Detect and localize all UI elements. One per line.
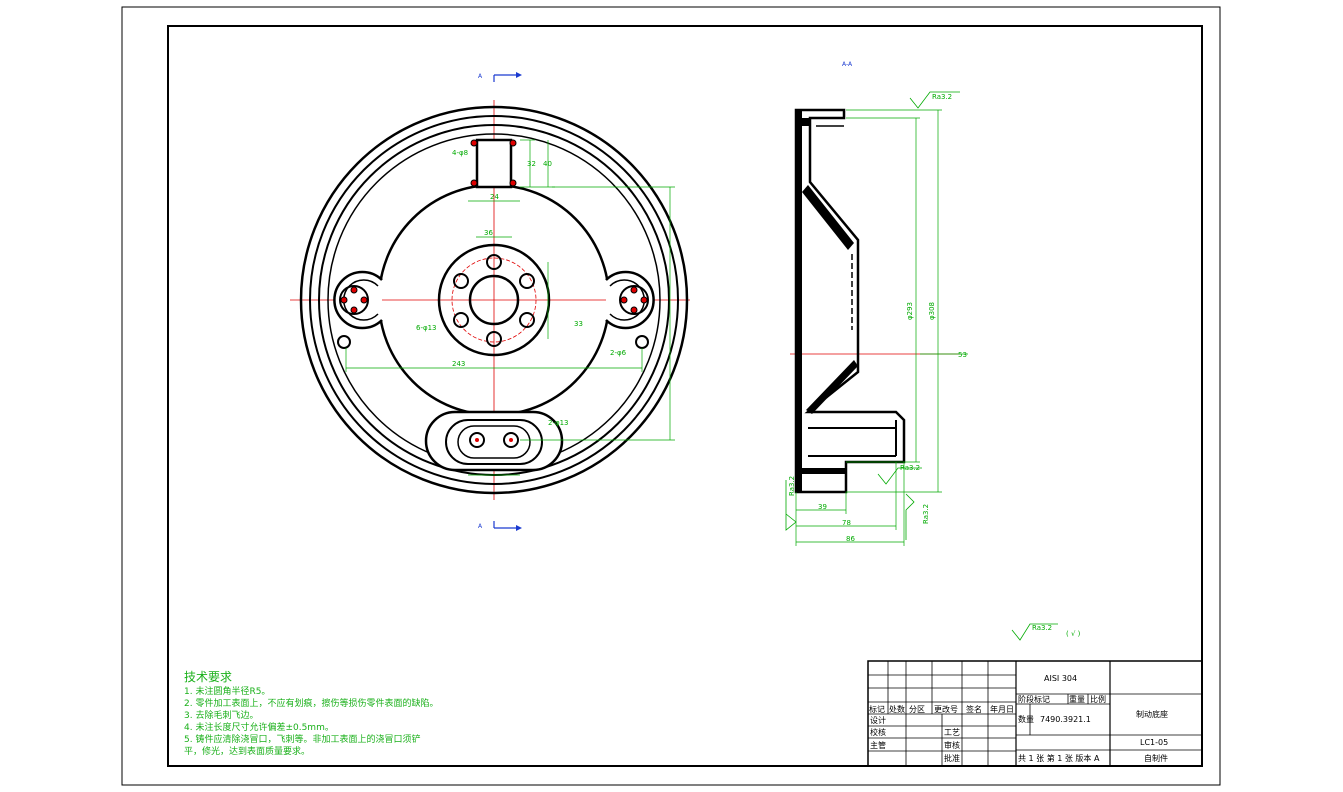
general-roughness: Ra3.2 ( √ ) <box>1011 623 1081 641</box>
drawing-number: LC1-05 <box>1140 738 1168 747</box>
roughness-symbol-mid <box>877 467 922 485</box>
svg-text:Ra3.2: Ra3.2 <box>788 476 796 496</box>
svg-text:标记: 标记 <box>869 704 885 714</box>
svg-text:Ra3.2: Ra3.2 <box>900 464 920 472</box>
svg-text:审核: 审核 <box>944 740 960 750</box>
tech-requirements: 技术要求 1. 未注圆角半径R5。 2. 零件加工表面上，不应有划痕，擦伤等损伤… <box>184 670 438 757</box>
svg-text:设计: 设计 <box>870 715 886 725</box>
dim-2-holes-13: 2-φ13 <box>548 419 569 427</box>
sheet-info: 共 1 张 第 1 张 版本 A <box>1018 753 1100 763</box>
section-view-label: A-A <box>842 61 853 68</box>
svg-text:分区: 分区 <box>909 705 925 714</box>
dim-6-holes: 6-φ13 <box>416 324 437 332</box>
svg-text:4. 未注长度尺寸允许偏差±0.5mm。: 4. 未注长度尺寸允许偏差±0.5mm。 <box>184 721 334 733</box>
inner-frame <box>167 25 1203 767</box>
svg-text:比例: 比例 <box>1090 694 1106 704</box>
outer-border <box>121 6 1221 786</box>
svg-text:Ra3.2: Ra3.2 <box>932 93 952 101</box>
bolt-holes <box>453 254 535 347</box>
svg-text:校核: 校核 <box>870 727 886 737</box>
dim-top-holes: 4-φ8 <box>452 149 468 157</box>
svg-text:阶段标记: 阶段标记 <box>1018 694 1050 704</box>
part-name: 制动底座 <box>1136 709 1168 719</box>
svg-text:签名: 签名 <box>966 704 982 714</box>
svg-text:3. 去除毛刺飞边。: 3. 去除毛刺飞边。 <box>184 709 258 721</box>
svg-text:重量: 重量 <box>1069 694 1085 704</box>
svg-text:数量: 数量 <box>1018 714 1034 724</box>
roughness-symbol-right <box>905 493 915 540</box>
roughness-symbol-top <box>909 91 960 109</box>
svg-text:Ra3.2: Ra3.2 <box>922 504 930 524</box>
svg-text:更改号: 更改号 <box>934 704 958 714</box>
svg-text:A: A <box>478 73 483 80</box>
dim-24: 24 <box>490 193 499 201</box>
dim-53: 53 <box>958 351 967 359</box>
dim-40: 40 <box>543 160 552 168</box>
svg-text:平，修光，达到表面质量要求。: 平，修光，达到表面质量要求。 <box>184 745 310 757</box>
section-marker-top: A <box>478 72 522 82</box>
material: AISI 304 <box>1044 674 1077 683</box>
title-block-text: AISI 304 标记 处数 分区 更改号 签名 年月日 设计 校核 主管 工艺… <box>869 674 1168 763</box>
svg-text:主管: 主管 <box>870 740 886 750</box>
dim-33: 33 <box>574 320 583 328</box>
svg-text:工艺: 工艺 <box>944 728 960 737</box>
dim-36: 36 <box>484 229 493 237</box>
tech-title: 技术要求 <box>184 670 232 684</box>
svg-text:1. 未注圆角半径R5。: 1. 未注圆角半径R5。 <box>184 685 270 697</box>
dim-phi293: φ293 <box>906 302 914 320</box>
svg-text:批准: 批准 <box>944 753 960 763</box>
section-marker-bottom: A <box>478 521 522 531</box>
svg-text:5. 铸件应清除浇冒口，飞刺等。非加工表面上的浇冒口须铲: 5. 铸件应清除浇冒口，飞刺等。非加工表面上的浇冒口须铲 <box>184 733 420 745</box>
weight-value: 7490.3921.1 <box>1040 715 1091 724</box>
roughness-symbol-left <box>785 480 797 531</box>
dim-78: 78 <box>842 519 851 527</box>
front-view: 4-φ8 32 40 24 36 33 243 6-φ13 2-φ6 2-φ13… <box>290 72 690 531</box>
svg-text:处数: 处数 <box>889 704 905 714</box>
dim-2-holes-6: 2-φ6 <box>610 349 627 357</box>
svg-text:A: A <box>478 523 483 530</box>
svg-text:2. 零件加工表面上，不应有划痕，擦伤等损伤零件表面的缺陷。: 2. 零件加工表面上，不应有划痕，擦伤等损伤零件表面的缺陷。 <box>184 697 438 709</box>
svg-text:Ra3.2: Ra3.2 <box>1032 624 1052 632</box>
title-block <box>867 660 1203 767</box>
svg-text:年月日: 年月日 <box>990 704 1014 714</box>
svg-text:( √ ): ( √ ) <box>1066 630 1081 638</box>
dim-86: 86 <box>846 535 855 543</box>
dim-32: 32 <box>527 160 536 168</box>
dim-243: 243 <box>452 360 465 368</box>
dim-phi308: φ308 <box>928 302 936 320</box>
side-section-view: A-A <box>785 61 968 546</box>
dim-39: 39 <box>818 503 827 511</box>
maker-type: 自制件 <box>1144 753 1168 763</box>
